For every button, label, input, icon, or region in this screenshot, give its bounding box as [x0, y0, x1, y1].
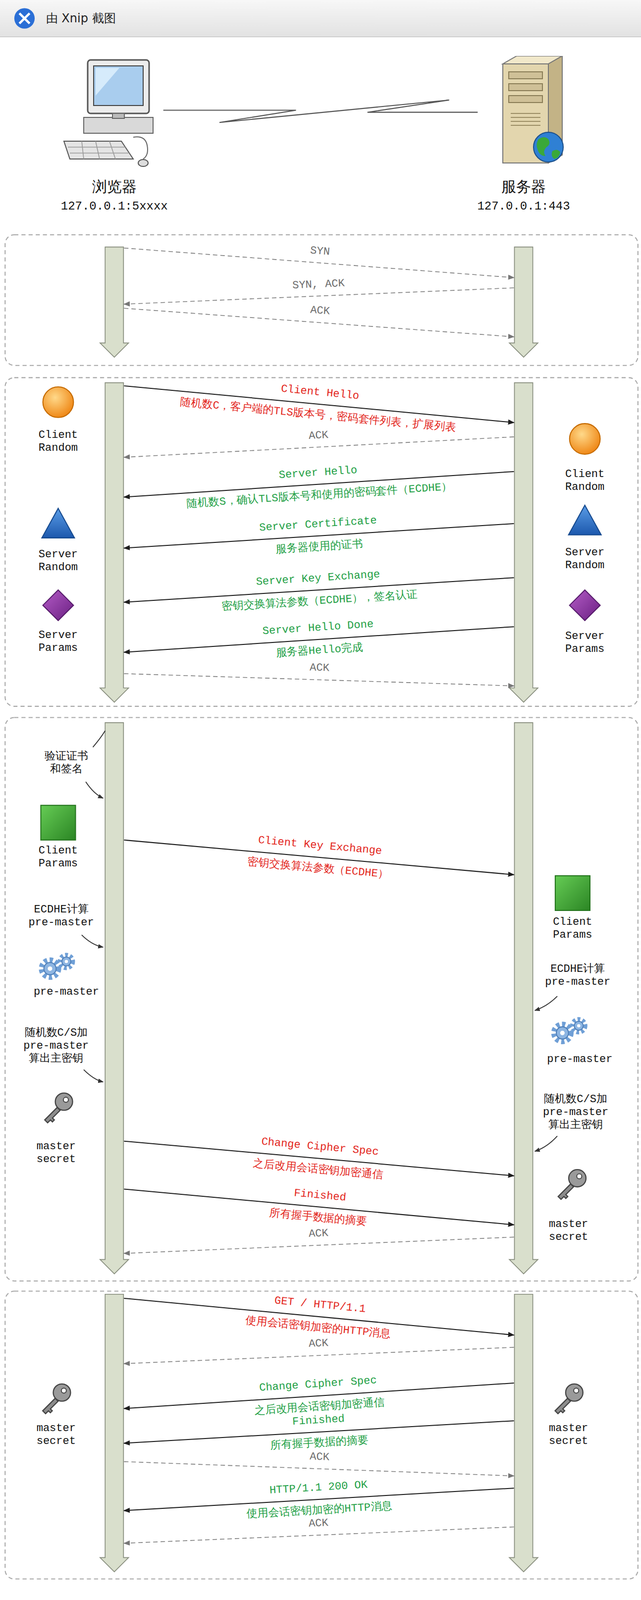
lifeline	[509, 247, 538, 358]
window-title: 由 Xnip 截图	[46, 10, 116, 26]
ack-label: ACK	[307, 1336, 331, 1351]
message-description: 随机数S，确认TLS版本号和使用的密码套件（ECDHE）	[185, 480, 455, 511]
phase-panel	[4, 1291, 639, 1580]
leader-line	[534, 1135, 558, 1152]
note: ECDHE计算 pre-master	[26, 903, 97, 930]
lifeline	[100, 722, 129, 1275]
message-description: 所有握手数据的摘要	[267, 1207, 370, 1230]
caption: pre-master	[542, 1053, 617, 1067]
message-name: Server Key Exchange	[254, 568, 382, 589]
caption: Server Params	[30, 629, 86, 655]
phase-panel	[4, 717, 639, 1282]
network-link	[163, 100, 479, 123]
master-secret-key	[44, 1093, 73, 1123]
leader-line	[81, 934, 104, 948]
caption: Client Params	[545, 915, 600, 942]
node-icon	[502, 55, 564, 163]
note: ECDHE计算 pre-master	[542, 962, 613, 989]
caption: master secret	[541, 1218, 596, 1244]
server-params-diamond	[43, 589, 74, 621]
pre-master-gears	[41, 955, 73, 977]
phase-panel	[4, 234, 639, 366]
message-name: Client Key Exchange	[256, 834, 384, 859]
lifeline	[509, 722, 538, 1275]
message-description: 密钥交换算法参数（ECDHE），签名认证	[219, 588, 420, 614]
pre-master-gears	[554, 1019, 586, 1041]
message-description: 之后改用会话密钥加密通信	[250, 1157, 385, 1183]
client-random-circle	[43, 386, 74, 418]
master-secret-key	[42, 1384, 71, 1414]
ack-label: ACK	[307, 1450, 331, 1465]
leader-line	[85, 781, 104, 799]
message-name: Client Hello	[278, 382, 362, 403]
client-params-square	[555, 875, 590, 911]
node-title: 服务器	[469, 176, 579, 197]
node-address: 127.0.0.1:5xxxx	[59, 196, 169, 217]
caption: Server Random	[557, 546, 613, 573]
ack-label: ACK	[308, 304, 332, 319]
message-name: Server Certificate	[257, 514, 379, 535]
node-icon	[469, 55, 579, 177]
server-random-triangle	[568, 505, 602, 535]
message-name: Change Cipher Spec	[257, 1374, 379, 1395]
note: 验证证书和签名	[41, 750, 92, 777]
message-name: Finished	[291, 1186, 349, 1205]
master-secret-key	[555, 1384, 584, 1414]
lifeline	[100, 382, 129, 703]
caption: Client Params	[30, 844, 86, 871]
caption: Client Random	[30, 428, 86, 455]
message-description: 所有握手数据的摘要	[268, 1434, 371, 1453]
master-secret-key	[558, 1169, 587, 1200]
ack-label: SYN, ACK	[290, 276, 347, 293]
node-address: 127.0.0.1:443	[469, 196, 579, 217]
client-params-square	[40, 805, 76, 841]
message-description: 服务器Hello完成	[274, 641, 366, 661]
node-icon	[59, 55, 169, 177]
ack-label: SYN	[308, 244, 332, 259]
message-name: HTTP/1.1 200 OK	[267, 1478, 370, 1498]
ack-label: ACK	[306, 428, 330, 443]
caption: master secret	[541, 1422, 596, 1448]
node-icon	[63, 59, 154, 167]
lifeline	[100, 247, 129, 358]
message-description: 密钥交换算法参数（ECDHE）	[245, 855, 391, 882]
lifeline	[509, 1294, 538, 1572]
lifeline	[509, 382, 538, 703]
browser-node: 浏览器127.0.0.1:5xxxx	[59, 55, 169, 217]
message-name: Server Hello Done	[261, 617, 376, 639]
ack-label: ACK	[307, 661, 331, 676]
caption: master secret	[28, 1140, 84, 1167]
note: 随机数C/S加 pre-master 算出主密钥	[21, 1026, 91, 1066]
app-icon-mark	[19, 13, 30, 24]
message-name: GET / HTTP/1.1	[272, 1294, 368, 1317]
message-name: Change Cipher Spec	[259, 1135, 381, 1159]
caption: Server Params	[557, 630, 613, 656]
message-name: Server Hello	[276, 463, 360, 482]
note: 随机数C/S加 pre-master 算出主密钥	[540, 1093, 611, 1132]
app-icon	[14, 7, 35, 29]
ack-label: ACK	[307, 1227, 331, 1241]
caption: Client Random	[557, 468, 613, 494]
server-random-triangle	[41, 508, 75, 538]
caption: Server Random	[30, 548, 86, 575]
message-description: 服务器使用的证书	[274, 537, 366, 557]
caption: pre-master	[29, 985, 104, 999]
ack-label: ACK	[307, 1516, 331, 1531]
phase-panel	[4, 377, 639, 706]
ack-arrow	[123, 673, 514, 687]
node-title: 浏览器	[59, 176, 169, 197]
server-params-diamond	[569, 589, 601, 621]
lifeline	[100, 1294, 129, 1572]
client-random-circle	[569, 423, 601, 455]
server-node: 服务器127.0.0.1:443	[469, 55, 579, 217]
leader-line	[93, 730, 106, 748]
leader-line	[534, 996, 558, 1011]
leader-line	[83, 1069, 104, 1082]
caption: master secret	[28, 1422, 84, 1448]
